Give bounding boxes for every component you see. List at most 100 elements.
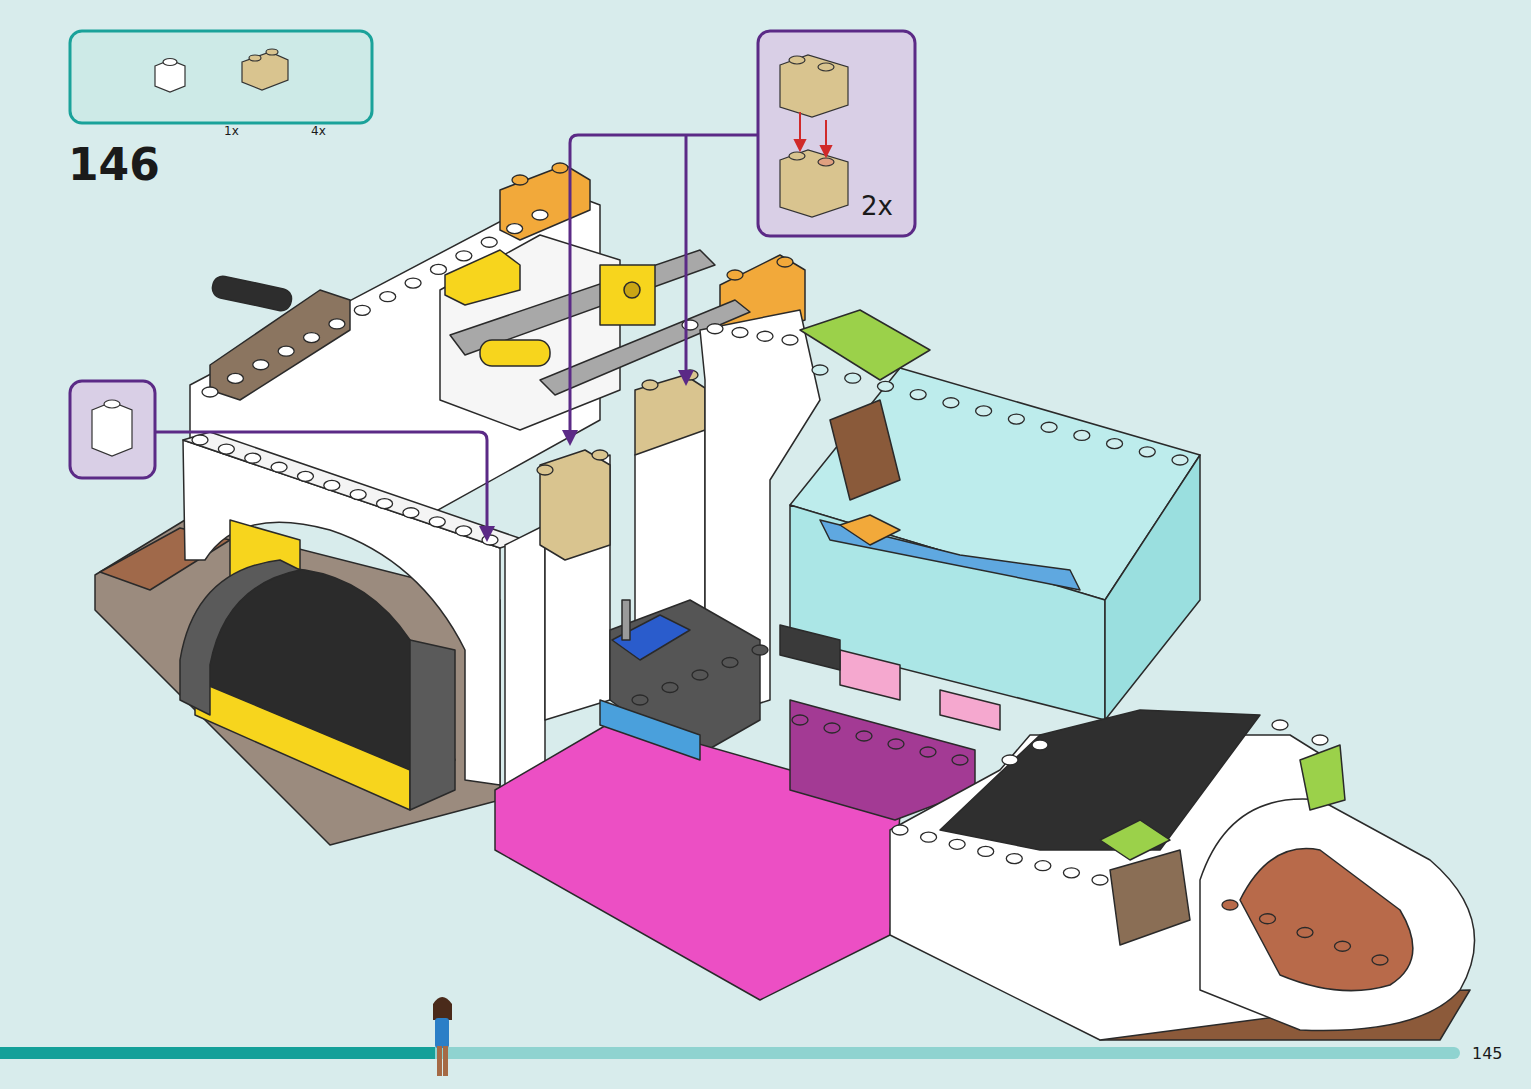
stud [1139, 447, 1155, 457]
transparent-front [790, 505, 1105, 720]
quantity-label: 4x [311, 125, 326, 137]
brown-planter [1240, 849, 1413, 991]
stud [1335, 941, 1351, 951]
leader-line [685, 135, 688, 372]
stud [324, 480, 340, 490]
stud [642, 380, 658, 390]
green-plant [800, 310, 930, 380]
stud [732, 328, 748, 338]
minifigure [433, 997, 452, 1076]
stud [1297, 928, 1313, 938]
stud [297, 471, 313, 481]
tan-brick-icon [242, 52, 288, 90]
stud [1260, 914, 1276, 924]
orange-bricks [500, 165, 590, 240]
stud [481, 237, 497, 247]
arrowhead [562, 430, 578, 446]
transparent-side [1105, 455, 1200, 720]
green-plant [1100, 820, 1170, 860]
stud [757, 331, 773, 341]
quantity-label: 2x [861, 193, 893, 219]
stud [1074, 430, 1090, 440]
sub-step-frame [758, 31, 915, 236]
axle [622, 600, 630, 640]
stud [727, 270, 743, 280]
stud [1372, 955, 1388, 965]
red-arrow [825, 120, 827, 148]
leader-arrowheads [479, 370, 694, 542]
stud [192, 435, 208, 445]
stud [632, 695, 648, 705]
stud [877, 381, 893, 391]
stud [507, 224, 523, 234]
green-plant [1300, 745, 1345, 810]
figure-leg [437, 1046, 442, 1076]
stud [552, 163, 568, 173]
stud [782, 335, 798, 345]
studs [192, 163, 1388, 965]
stud [1272, 720, 1288, 730]
dark-brick [780, 625, 840, 670]
stud [380, 292, 396, 302]
orange-clip [840, 515, 900, 545]
stud [163, 59, 177, 66]
stud [377, 499, 393, 509]
arrowhead [479, 526, 495, 542]
tan-brick-icon [780, 150, 848, 217]
stud [920, 747, 936, 757]
stud [777, 257, 793, 267]
stud [949, 839, 965, 849]
wheel-arch [180, 560, 300, 715]
parts-list-box: 1x4x [70, 31, 372, 123]
stud [403, 508, 419, 518]
stud [1002, 755, 1018, 765]
red-arrow [799, 112, 801, 142]
leader-line [570, 135, 758, 432]
stud [245, 453, 261, 463]
stud [692, 670, 708, 680]
stud [350, 490, 366, 500]
tan-brick-icon [780, 55, 848, 117]
stud [218, 444, 234, 454]
stud [824, 723, 840, 733]
pin-hole [624, 282, 640, 298]
stud [304, 333, 320, 343]
stud [978, 846, 994, 856]
rock [1110, 850, 1190, 945]
stud [952, 755, 968, 765]
progress-track [0, 1047, 1460, 1059]
stud [249, 55, 261, 61]
column [505, 525, 545, 800]
stud [202, 387, 218, 397]
sub-step-callout: 2x [758, 31, 915, 236]
stud [512, 175, 528, 185]
stud [888, 739, 904, 749]
stud [592, 450, 608, 460]
stud [1063, 868, 1079, 878]
pink-tile [840, 650, 900, 700]
dark-tiles [940, 710, 1260, 850]
figure-leg [443, 1046, 448, 1076]
stud [792, 715, 808, 725]
stud [662, 683, 678, 693]
stud [456, 251, 472, 261]
stud [227, 373, 243, 383]
white-brick-icon [92, 402, 132, 456]
stud [456, 526, 472, 536]
quantity-label: 1x [224, 125, 239, 137]
brown-interior [830, 400, 900, 500]
stud [537, 465, 553, 475]
stud [1222, 900, 1238, 910]
yellow-slope [445, 250, 520, 305]
arrowhead [795, 140, 805, 150]
stud [856, 731, 872, 741]
arrowhead [678, 370, 694, 386]
stud [789, 56, 805, 64]
stud [329, 319, 345, 329]
stud [429, 517, 445, 527]
stud [271, 462, 287, 472]
parts-list-frame [70, 31, 372, 123]
telescope [211, 274, 294, 312]
red-arrows [795, 112, 831, 156]
